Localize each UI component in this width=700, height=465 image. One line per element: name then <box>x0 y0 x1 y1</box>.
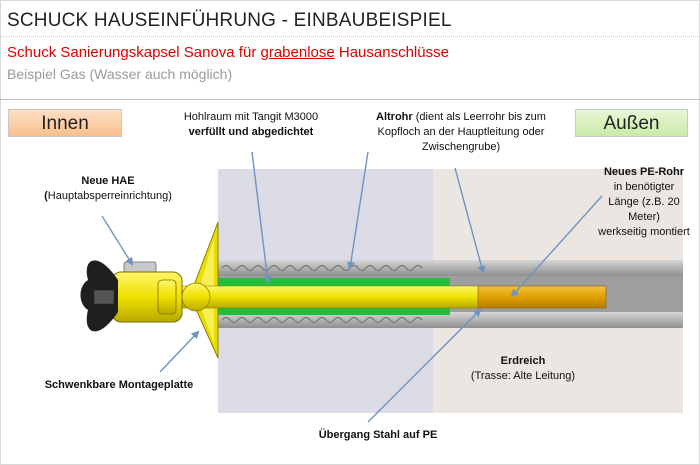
label-hohlraum: Hohlraum mit Tangit M3000 verfüllt und a… <box>176 110 326 140</box>
pe-pipe <box>477 285 607 309</box>
label-hae-desc: (Hauptabsperreinrichtung) <box>44 190 172 202</box>
old-pipe-top-wall <box>218 260 683 276</box>
innen-label: Innen <box>8 109 122 137</box>
label-hae-title: Neue HAE <box>81 175 135 187</box>
arrow-uebergang <box>367 308 482 423</box>
old-pipe-bottom-wall <box>218 312 683 328</box>
arrow-pe <box>510 195 603 298</box>
title-divider <box>0 36 700 37</box>
arrow-hae <box>101 215 134 266</box>
sleeve-corrugation-bottom <box>221 316 423 324</box>
label-hohlraum-line-2: verfüllt und abgedichtet <box>188 126 314 138</box>
label-hohlraum-line-1: Hohlraum mit Tangit M3000 <box>183 111 319 123</box>
page-title: SCHUCK HAUSEINFÜHRUNG - EINBAUBEISPIEL <box>7 10 452 31</box>
label-altrohr-title: Altrohr <box>376 111 413 123</box>
arrow-montage <box>159 330 200 373</box>
label-pe-title: Neues PE-Rohr <box>603 166 685 178</box>
label-pe-line-4: Meter) <box>628 211 660 223</box>
label-uebergang: Übergang Stahl auf PE <box>318 429 438 441</box>
label-montageplatte: Schwenkbare Montageplatte <box>44 379 194 391</box>
label-altrohr-rest: (dient als Leerrohr bis zum <box>412 111 546 123</box>
label-erdreich: Erdreich (Trasse: Alte Leitung) <box>450 354 596 384</box>
page-subtitle: Schuck Sanierungskapsel Sanova für grabe… <box>7 44 449 61</box>
label-pe-line-5: werkseitig montiert <box>598 226 690 238</box>
page-note: Beispiel Gas (Wasser auch möglich) <box>7 66 233 82</box>
subtitle-emphasis: grabenlose <box>260 44 335 61</box>
label-altrohr-line-2: Kopfloch an der Hauptleitung oder <box>377 126 545 138</box>
subtitle-part-2: Hausanschlüsse <box>334 44 449 61</box>
label-pe-rohr: Neues PE-Rohr in benötigter Länge (z.B. … <box>588 165 700 240</box>
header-separator <box>0 99 700 100</box>
arrow-altrohr <box>454 167 486 274</box>
arrow-hohlraum-2 <box>346 151 369 270</box>
valve-coupling <box>157 279 177 315</box>
label-altrohr-line-1: Altrohr (dient als Leerrohr bis zum <box>350 110 572 125</box>
label-pe-line-2: in benötigter <box>613 181 675 193</box>
flange-joint <box>181 282 211 312</box>
aussen-label: Außen <box>575 109 688 137</box>
seal-compound-bottom <box>210 306 450 315</box>
label-erdreich-sub: (Trasse: Alte Leitung) <box>470 370 576 382</box>
seal-compound-top <box>210 278 450 287</box>
label-hae: Neue HAE (Hauptabsperreinrichtung) <box>30 174 186 204</box>
label-altrohr-line-3: Zwischengrube) <box>421 141 501 153</box>
valve-handle-hub <box>93 289 115 305</box>
arrow-hohlraum-1 <box>251 151 272 284</box>
sleeve-corrugation-top <box>221 264 423 272</box>
label-altrohr: Altrohr (dient als Leerrohr bis zum Kopf… <box>350 110 572 155</box>
label-erdreich-title: Erdreich <box>500 355 546 367</box>
label-pe-line-3: Länge (z.B. 20 <box>608 196 680 208</box>
subtitle-part-1: Schuck Sanierungskapsel Sanova für <box>7 44 261 61</box>
